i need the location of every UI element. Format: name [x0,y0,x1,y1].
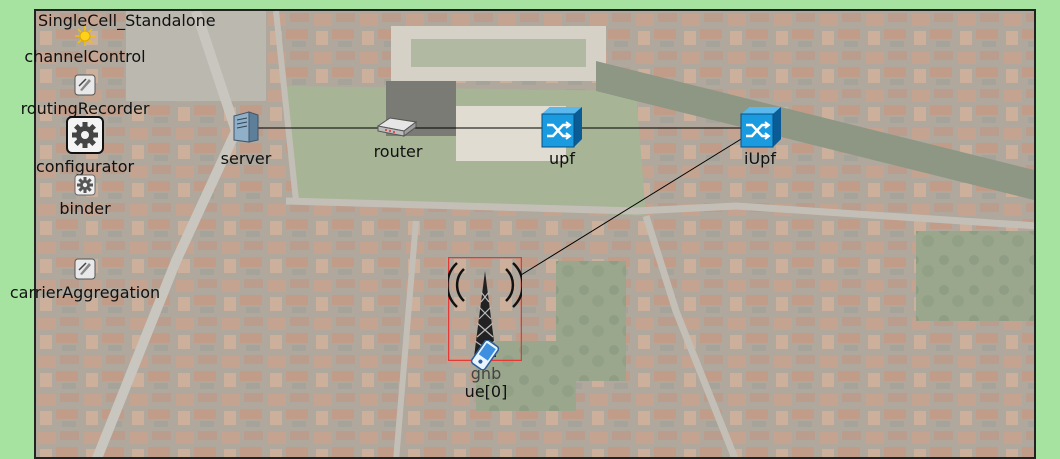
configurator-label: configurator [35,157,135,176]
ue-node[interactable] [468,340,502,370]
iupf-label: iUpf [744,149,776,168]
channel-control-label: channelControl [24,47,146,66]
iupf-node[interactable] [740,106,782,148]
ue-label: ue[0] [464,382,508,401]
server-node[interactable] [231,110,261,144]
network-canvas[interactable] [34,9,1036,459]
channel-control-module[interactable] [70,24,100,48]
network-title: SingleCell_Standalone [38,11,216,30]
routing-recorder-module[interactable] [74,74,96,96]
configurator-module[interactable] [66,116,104,154]
binder-module[interactable] [74,174,96,196]
router-node[interactable] [376,114,418,138]
router-label: router [373,142,423,161]
mobile-phone-icon [470,340,500,370]
aerial-map-background [36,11,1034,457]
recorder-icon [74,258,96,280]
server-icon [233,111,259,143]
server-label: server [220,149,272,168]
switch-icon [541,107,582,148]
router-icon [376,117,418,137]
routing-recorder-label: routingRecorder [20,99,150,118]
gnb-label: gnb [470,364,502,383]
binder-label: binder [59,199,111,218]
upf-label: upf [549,149,575,168]
gear-icon [74,174,96,196]
antenna-tower-icon [448,257,522,361]
upf-node[interactable] [541,106,583,148]
sun-icon [75,26,95,46]
switch-icon [740,107,781,148]
gnb-node[interactable] [448,257,522,361]
recorder-icon [74,74,96,96]
gear-icon [66,116,104,154]
carrier-aggregation-module[interactable] [74,258,96,280]
carrier-aggregation-label: carrierAggregation [9,283,161,302]
